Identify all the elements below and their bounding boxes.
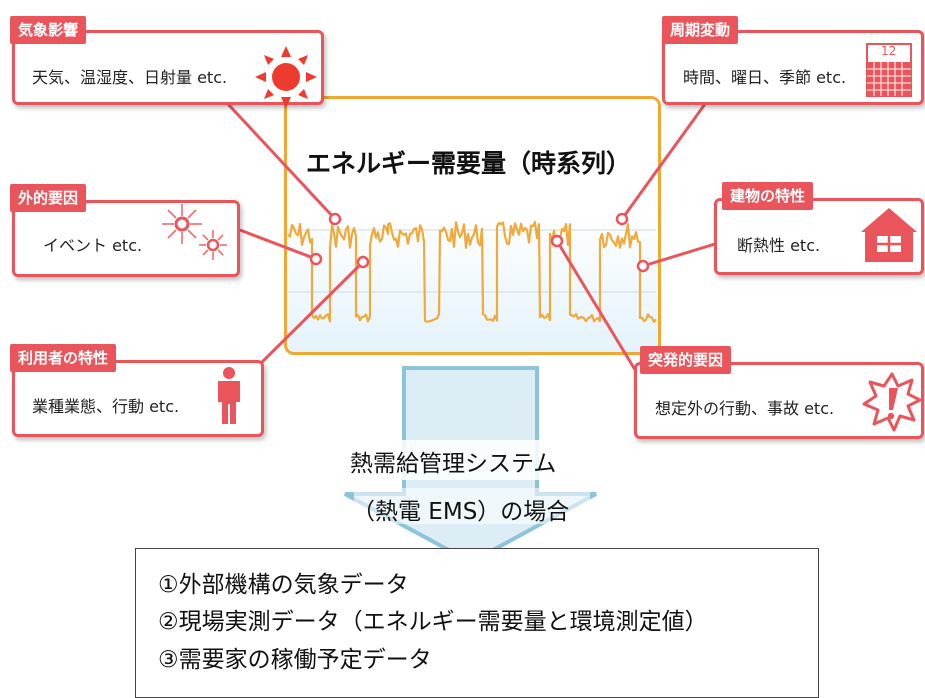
- demand-chart-panel: [284, 96, 661, 355]
- factor-sudden-text: 想定外の行動、事故 etc.: [655, 399, 835, 418]
- factor-sudden-tag: 突発的要因: [640, 346, 732, 374]
- data-source-item: ②現場実測データ（エネルギー需要量と環境測定値）: [158, 609, 708, 635]
- sun-icon: [255, 46, 317, 108]
- calendar-icon-label: 12: [881, 44, 897, 58]
- factor-periodic-text: 時間、曜日、季節 etc.: [683, 68, 847, 87]
- ems-label-bg: [354, 488, 590, 524]
- house-icon: [861, 208, 917, 262]
- factor-building-tag: 建物の特性: [722, 182, 814, 210]
- ems-title-line1: 熱需給管理システム: [350, 451, 557, 477]
- person-icon: [218, 367, 240, 424]
- ems-title-line2: （熱電 EMS）の場合: [352, 499, 570, 525]
- factor-periodic-tag: 周期変動: [662, 16, 739, 44]
- factor-external-text: イベント etc.: [43, 236, 143, 255]
- factor-external: [12, 200, 240, 277]
- fireworks-icon: [162, 204, 227, 260]
- factor-building-text: 断熱性 etc.: [737, 236, 821, 255]
- factor-weather-tag: 気象影響: [10, 16, 87, 44]
- calendar-icon: [866, 43, 912, 97]
- chart-title: エネルギー需要量（時系列）: [306, 149, 632, 178]
- data-source-item: ③需要家の稼働予定データ: [158, 647, 432, 673]
- data-source-item: ①外部機構の気象データ: [158, 572, 409, 598]
- factor-user-tag: 利用者の特性: [10, 344, 117, 372]
- factor-user-text: 業種業態、行動 etc.: [32, 397, 180, 416]
- ems-label-bg: [337, 440, 607, 480]
- factor-external-tag: 外的要因: [10, 184, 87, 212]
- alert-burst-icon: [862, 372, 922, 432]
- data-sources-box: ①外部機構の気象データ ②現場実測データ（エネルギー需要量と環境測定値） ③需要…: [135, 548, 819, 698]
- factor-weather-text: 天気、温湿度、日射量 etc.: [32, 68, 228, 87]
